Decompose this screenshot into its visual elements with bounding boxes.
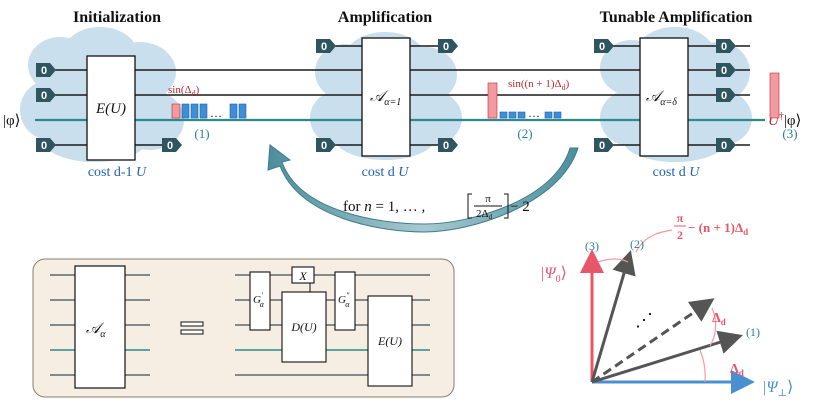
angle-leader (635, 229, 673, 253)
ancilla-tag-label: 0 (41, 140, 47, 152)
gate-e-u-label: E(U) (377, 334, 402, 348)
block-tunable (639, 37, 689, 157)
psi0-label: |Ψ0⟩ (540, 265, 567, 285)
vector-state-2 (590, 250, 636, 383)
vector-state-dashed (591, 298, 715, 384)
svg-text:π: π (677, 211, 684, 225)
ancilla-tag-label: 0 (41, 65, 47, 77)
ancilla-tag-label: 0 (721, 65, 727, 77)
block-amplification (361, 37, 411, 157)
ancilla-tag (438, 39, 458, 53)
ancilla-tag (316, 138, 336, 152)
marker-2: (2) (517, 126, 532, 141)
cost-label-amp: cost d U (362, 165, 410, 180)
vector-dots: ⋰ (635, 310, 653, 330)
ancilla-tag-label: 0 (443, 41, 449, 53)
amplitude-bars-1 (171, 103, 247, 119)
delta-label-lower: Δd (730, 362, 744, 378)
vector-label-2: (2) (630, 237, 644, 251)
ancilla-tag-label: 0 (599, 140, 605, 152)
ancilla-tag (36, 63, 56, 77)
ancilla-tag (438, 138, 458, 152)
angle-arc-lower (699, 349, 706, 383)
ancilla-tag-label: 0 (321, 140, 327, 152)
equivalence-symbol (180, 321, 204, 335)
ancilla-tag (316, 39, 336, 53)
amplitude-bar-3 (769, 72, 780, 119)
cost-label-init: cost d-1 U (88, 165, 147, 180)
svg-text:2Δd: 2Δd (476, 208, 493, 221)
vector-label-3: (3) (585, 239, 599, 253)
ancilla-tag-label: 0 (599, 41, 605, 53)
loop-condition: for n = 1, … , (343, 199, 425, 215)
block-initialization (86, 55, 136, 161)
ancilla-tag-label: 0 (721, 41, 727, 53)
ancilla-tag (594, 39, 614, 53)
loop-arrow (267, 144, 579, 233)
cost-label-tunable: cost d U (653, 165, 701, 180)
angle-arc-upper (709, 307, 717, 347)
ancilla-tag-label: 0 (41, 90, 47, 102)
ancilla-tag-label: 0 (167, 140, 173, 152)
loop-minus-two: − 2 (510, 199, 530, 215)
loop-fraction: π 2Δd (467, 193, 509, 221)
svg-text:2: 2 (677, 228, 683, 242)
gate-g-double-prime-label: G″α (338, 291, 350, 309)
svg-text:π: π (485, 193, 491, 205)
title-tunable-amplification: Tunable Amplification (600, 9, 753, 26)
gate-x-label: X (298, 269, 307, 283)
ancilla-tag (716, 63, 736, 77)
ancilla-tag (594, 138, 614, 152)
marker-1: (1) (194, 126, 209, 141)
decomp-lhs-block (74, 265, 126, 389)
block-initialization-label: E(U) (95, 101, 126, 117)
gate-g-prime (249, 271, 271, 331)
marker-3: (3) (782, 126, 797, 141)
amplitude-bars-2 (487, 82, 562, 119)
ancilla-tag-label: 0 (721, 140, 727, 152)
angle-top-label: π 2 − (n + 1)Δd (674, 211, 748, 242)
vector-diagram: |Ψ0⟩ |Ψ⊥⟩ (3) (2) (1) ⋰ π 2 − (n + 1)Δd … (540, 211, 793, 399)
ancilla-tag-label: 0 (321, 41, 327, 53)
vector-state-1 (591, 330, 743, 384)
gate-g-prime-label: G′α (253, 291, 265, 309)
angle-arc-top (597, 258, 629, 263)
ancilla-tag-label: 0 (443, 140, 449, 152)
vector-label-1: (1) (746, 325, 760, 339)
delta-label-upper: Δd (712, 311, 726, 327)
gate-x (291, 266, 315, 284)
ancilla-tag (716, 39, 736, 53)
title-initialization: Initialization (73, 9, 161, 26)
ancilla-tags: 0 0 0 0 0 0 0 0 0 0 0 0 0 0 (36, 39, 736, 152)
ellipsis-2: … (528, 106, 540, 120)
gate-d-u-label: D(U) (290, 320, 316, 334)
ancilla-tag (162, 138, 182, 152)
gate-e-u (367, 295, 413, 387)
psiperp-label: |Ψ⊥⟩ (762, 379, 793, 399)
ancilla-tag (36, 138, 56, 152)
svg-text:− (n + 1)Δd: − (n + 1)Δd (688, 220, 748, 237)
ellipsis-1: … (210, 106, 222, 120)
title-amplification: Amplification (338, 9, 432, 26)
input-state: |φ⟩ (3, 113, 21, 129)
gate-d-u (281, 291, 327, 363)
ancilla-tag (716, 88, 736, 102)
ancilla-tag (716, 138, 736, 152)
gate-g-double-prime (334, 271, 356, 331)
ancilla-tag (36, 88, 56, 102)
sin-label-1: sin(Δd) (168, 84, 200, 98)
sin-label-2: sin((n + 1)Δd) (508, 78, 570, 92)
ancilla-tag-label: 0 (721, 90, 727, 102)
